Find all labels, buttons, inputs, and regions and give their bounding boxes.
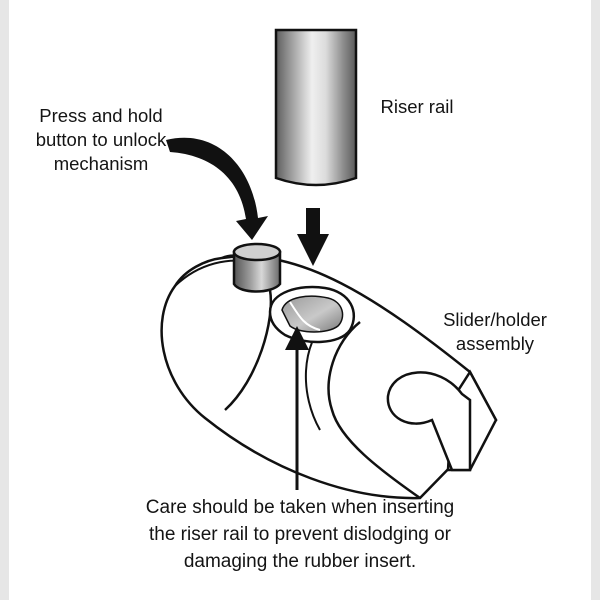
care-note-line-1: Care should be taken when inserting [145,497,455,518]
riser-rail-label: Riser rail [362,95,472,119]
care-note-label: Care should be taken when inserting the … [40,494,560,575]
press-label-line-3: mechanism [53,153,149,174]
unlock-button [232,242,282,293]
left-border-strip [0,0,9,600]
slider-label-line-2: assembly [455,333,535,354]
care-note-line-3: damaging the rubber insert. [183,551,417,572]
slider-body [160,254,498,500]
slider-label-line-1: Slider/holder [443,309,547,330]
riser-rail [274,28,358,187]
right-border-strip [591,0,600,600]
down-arrow-icon [297,208,329,266]
press-button-label: Press and hold button to unlock mechanis… [16,104,186,176]
rail-hole [268,285,356,344]
care-note-line-2: the riser rail to prevent dislodging or [148,524,452,545]
curved-arrow-icon [166,137,268,240]
riser-label-text: Riser rail [380,96,454,117]
press-label-line-2: button to unlock [35,129,167,150]
up-pointer-arrow-icon [285,326,309,490]
slider-assembly-label: Slider/holder assembly [420,308,570,356]
press-label-line-1: Press and hold [39,105,163,126]
